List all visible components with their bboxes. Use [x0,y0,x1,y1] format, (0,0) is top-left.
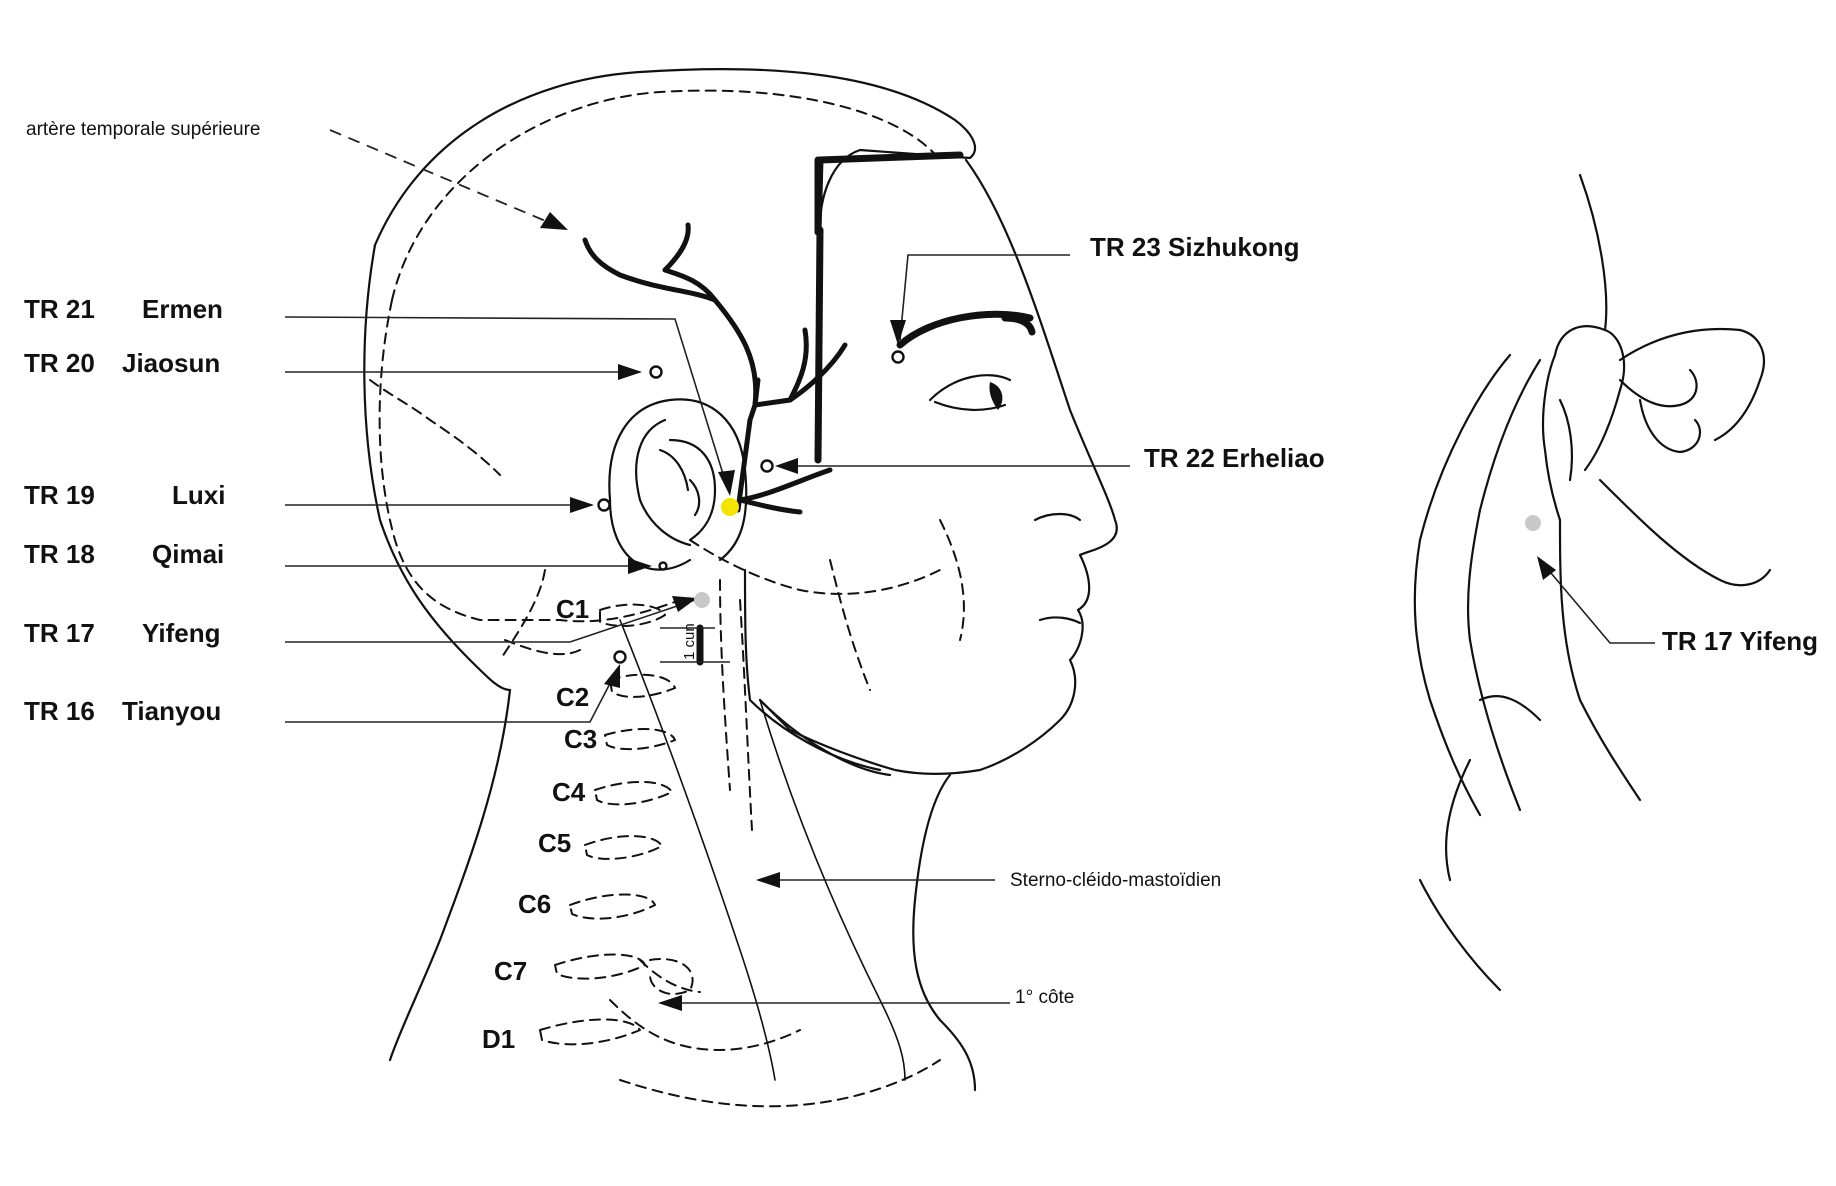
tr22-arrowhead [775,458,798,474]
tr18-code: TR 18 [24,539,95,569]
tr22-label: TR 22 Erheliao [1144,443,1325,473]
vertebra-d1-shape [539,1018,641,1046]
vertebra-c3-shape [604,728,676,751]
tr16-code: TR 16 [24,696,95,726]
tr17-arrowhead [672,596,697,612]
scm-arrowhead [756,872,780,888]
vertebra-c6-shape [569,893,656,920]
tr17-name: Yifeng [142,618,220,648]
tr16-point [613,650,627,664]
vertebra-c6-label: C6 [518,889,551,919]
tr23-arrowhead [890,320,906,345]
vertebra-c7-shape [554,953,646,980]
artery-arrowhead [540,212,568,230]
tr19-point [597,498,611,512]
tr16-arrowhead [604,664,620,688]
inset-tr17-arrowhead [1537,556,1556,580]
tr18-name: Qimai [152,539,224,569]
tr21-code: TR 21 [24,294,95,324]
tr21-highlight-point [721,498,739,516]
tr21-arrowhead [718,470,735,496]
vertebra-c2-label: C2 [556,682,589,712]
tr20-point [649,365,663,379]
tr23-point [891,350,905,364]
tr16-name: Tianyou [122,696,221,726]
leaders [284,129,1655,1011]
rib-arrowhead [658,995,682,1011]
inset-tr17-point [1525,515,1541,531]
vertebra-c5-label: C5 [538,828,571,858]
tr18-point [658,561,668,571]
neck-structures [609,568,941,1108]
cun-label: 1 cun [681,623,698,660]
vertebra-c5-shape [584,835,663,860]
inset-tr17-label: TR 17 Yifeng [1662,626,1818,656]
tr20-name: Jiaosun [122,348,220,378]
temporal-artery [582,156,848,515]
tr17-code: TR 17 [24,618,95,648]
vertebra-c4-label: C4 [552,777,586,807]
vertebra-c3-label: C3 [564,724,597,754]
vertebra-c1-shape [599,603,666,627]
head-outline [363,67,1118,1092]
inset-ear-hand [1413,173,1772,992]
skull-outline [369,89,965,691]
tr21-name: Ermen [142,294,223,324]
tr20-arrowhead [618,364,642,380]
tr19-name: Luxi [172,480,225,510]
vertebra-c7-label: C7 [494,956,527,986]
vertebra-c1-label: C1 [556,594,589,624]
vertebra-c4-shape [594,781,673,806]
artery-label: artère temporale supérieure [26,119,260,140]
tr22-point [760,459,774,473]
rib-label: 1° côte [1015,987,1074,1008]
vertebra-c2-shape [609,673,676,698]
scm-label: Sterno-cléido-mastoïdien [1010,870,1221,891]
acupoints [597,350,1541,664]
tr17-highlight-point [694,592,710,608]
tr20-code: TR 20 [24,348,95,378]
cervical-spine [539,603,694,1046]
vertebra-d1-label: D1 [482,1024,515,1054]
text-labels: artère temporale supérieure TR 21 Ermen … [24,119,1818,1054]
tr19-code: TR 19 [24,480,95,510]
tr19-arrowhead [570,497,594,513]
tr18-arrowhead [628,558,652,574]
face-features [896,310,1082,625]
tr23-label: TR 23 Sizhukong [1090,232,1299,262]
